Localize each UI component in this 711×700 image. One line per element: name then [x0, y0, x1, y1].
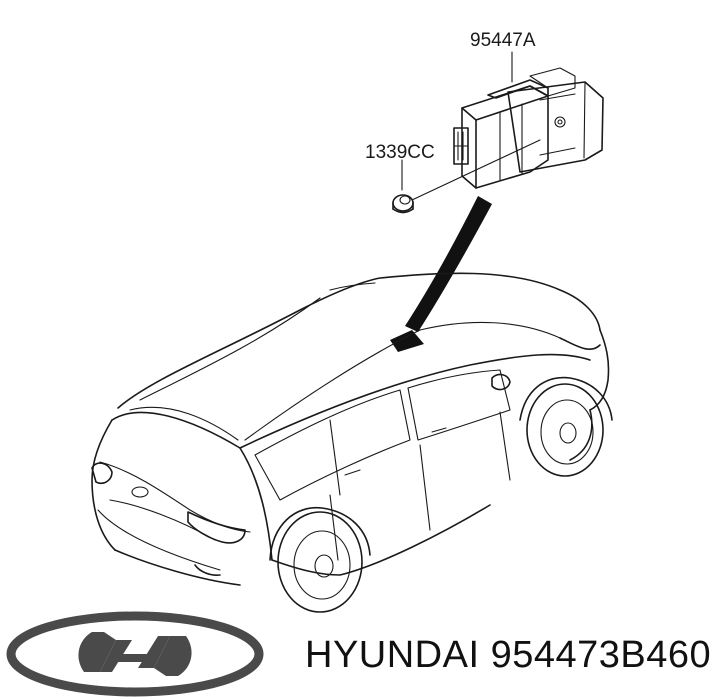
location-pointer: [390, 196, 492, 352]
hyundai-logo-icon: [6, 611, 264, 697]
nut-1339cc: [392, 139, 541, 214]
control-module-95447a: [453, 51, 604, 189]
callout-label-1339cc: 1339CC: [365, 142, 435, 163]
callout-label-95447a: 95447A: [470, 30, 536, 51]
brand-part-number: HYUNDAI 954473B460: [305, 634, 711, 676]
vehicle-illustration: [91, 272, 613, 613]
